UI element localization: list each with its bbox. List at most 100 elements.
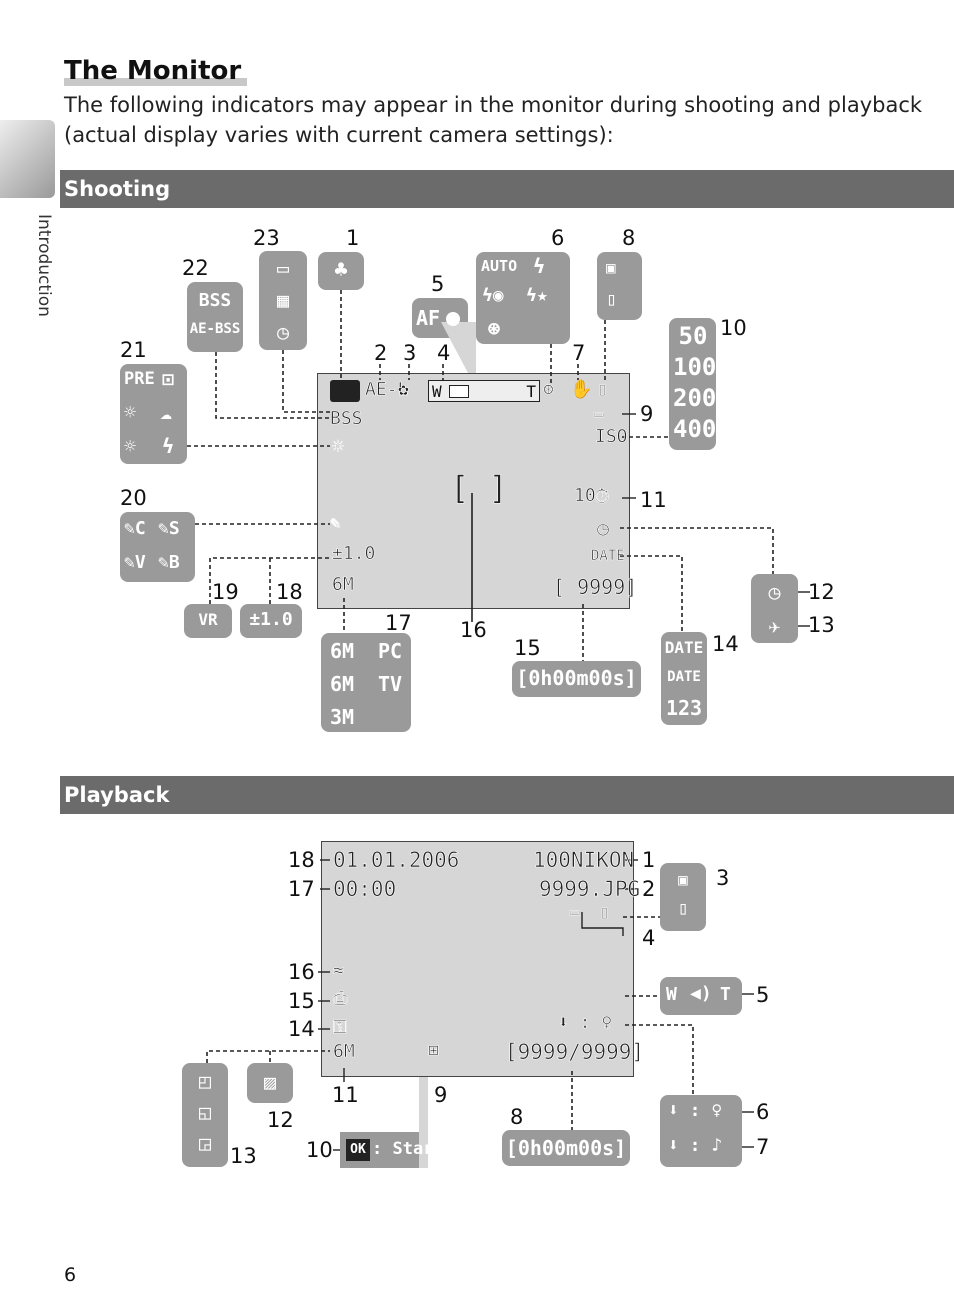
flash-off-icon: ⊛ — [488, 316, 501, 340]
section-shooting: Shooting — [60, 170, 954, 208]
shake-icon: ✋ — [570, 379, 593, 400]
pb-movie-icon: ▨ — [263, 1070, 277, 1094]
flash-on-icon: ϟ — [533, 254, 546, 278]
cloudy-icon: ☁ — [160, 400, 173, 424]
date-imprint-box — [661, 632, 707, 725]
color-bw-icon: ✎B — [158, 552, 180, 573]
memory-box — [597, 252, 642, 320]
clock-not-set-icon: ◷ — [768, 580, 781, 604]
pb-print-icon: ⎙ — [333, 988, 348, 1009]
pb-dlighting-icon: ≈ — [333, 960, 344, 981]
callout-s22: 22 — [182, 256, 209, 280]
vr-label: VR — [198, 610, 218, 629]
image-mode-pc: PC — [378, 639, 403, 663]
page-number: 6 — [64, 1264, 77, 1286]
callout-s17: 17 — [385, 611, 412, 635]
callout-p15: 15 — [288, 989, 315, 1013]
callout-s8: 8 — [622, 226, 636, 250]
callout-s19: 19 — [212, 580, 239, 604]
pb-small-pic-box — [182, 1063, 228, 1167]
callout-s4: 4 — [437, 341, 451, 365]
callout-s18: 18 — [276, 580, 303, 604]
color-vivid-icon: ✎V — [124, 552, 146, 573]
preset-label: PRE — [124, 369, 155, 389]
side-label: Introduction — [34, 214, 54, 317]
pb-time-box — [502, 1130, 630, 1166]
pb-small-pic-2: ◱ — [198, 1100, 212, 1124]
callout-s11: 11 — [640, 488, 667, 512]
callout-s7: 7 — [572, 341, 586, 365]
pb-volume-w: W — [666, 984, 677, 1005]
pb-voice-record-icon: ⬇ : ♀ — [668, 1100, 723, 1121]
af-label: AF — [416, 306, 441, 330]
ae-bss-label: AE-BSS — [189, 321, 241, 337]
pb-memory-card-icon: ▯ — [677, 898, 689, 919]
image-mode-6m: 6M — [330, 672, 355, 696]
bss-indicator: BSS — [330, 408, 363, 429]
pb-transfer-icon: ⊞ — [428, 1040, 439, 1061]
flash-mode-box — [476, 252, 570, 344]
callout-s13: 13 — [808, 613, 835, 637]
pb-speaker-icon: ◀) — [690, 983, 712, 1004]
pb-file: 9999.JPG — [539, 877, 641, 901]
bss-label: BSS — [198, 290, 232, 311]
callout-s10: 10 — [720, 316, 747, 340]
af-lamp-icon — [446, 312, 460, 326]
zoom-t-label: T — [526, 382, 536, 401]
callout-p13: 13 — [230, 1144, 257, 1168]
callout-s5: 5 — [431, 272, 445, 296]
slow-sync-icon: ϟ★ — [526, 285, 548, 306]
pb-movie-time: [0h00m00s] — [505, 1136, 627, 1160]
pb-protect-icon: ⚿ — [333, 1017, 347, 1038]
pb-folder: 100NIKON — [533, 848, 635, 872]
callout-s21: 21 — [120, 338, 147, 362]
pb-voice-memo-icon: ⬇ : ♀ — [558, 1012, 613, 1033]
camera-mode-icon — [330, 380, 360, 402]
image-mode-6m-star: 6M — [330, 639, 355, 663]
callout-p14: 14 — [288, 1017, 315, 1041]
pb-memory-box — [660, 863, 706, 931]
shooting-monitor — [317, 373, 630, 609]
callout-p7: 7 — [756, 1135, 770, 1159]
red-eye-icon: ϟ◉ — [482, 285, 504, 306]
pb-voice-box — [660, 1095, 742, 1167]
travel-icon: ✈ — [768, 614, 781, 638]
self-timer-indicator: 10 — [574, 485, 596, 506]
color-options-box — [120, 512, 195, 582]
callout-p6: 6 — [756, 1100, 770, 1124]
internal-memory-icon: ▣ — [606, 258, 616, 277]
single-icon: ▭ — [276, 256, 290, 280]
callout-p12: 12 — [267, 1108, 294, 1132]
color-options-icon: ✎ — [330, 513, 341, 534]
iso-indicator: ISO — [595, 426, 628, 447]
daylight-icon: ☼ — [124, 400, 137, 424]
ael-indicator: AE-L — [365, 379, 409, 400]
callout-p9: 9 — [434, 1083, 448, 1107]
callout-s1: 1 — [346, 226, 360, 250]
time-remaining-box — [512, 661, 641, 697]
vr-box — [184, 604, 232, 638]
pb-volume-t: T — [720, 984, 731, 1005]
card-icon: ▯ — [597, 379, 608, 400]
callout-s16: 16 — [460, 618, 487, 642]
callout-s6: 6 — [551, 226, 565, 250]
callout-s15: 15 — [514, 636, 541, 660]
pb-internal-memory-icon: ▣ — [678, 870, 688, 889]
exposure-comp-box — [240, 604, 302, 638]
image-mode-indicator: 6M — [332, 574, 354, 595]
zoom-level-bar — [449, 385, 469, 398]
pb-start-label: : Start — [372, 1139, 444, 1159]
color-standard-icon: ✎C — [124, 518, 146, 539]
flash-auto-label: AUTO — [481, 257, 518, 275]
pb-frame-counter: [9999/9999] — [505, 1040, 645, 1064]
white-balance-icon: ☼ — [332, 434, 345, 458]
focus-brackets: [ ] — [450, 469, 508, 507]
playback-monitor — [321, 841, 634, 1077]
fluorescent-icon: ⊡ — [162, 367, 175, 391]
movie-time-remaining: [0h00m00s] — [516, 666, 637, 690]
date-counter-number: 123 — [665, 696, 703, 720]
iso-400: 400 — [673, 415, 717, 443]
page-title: The Monitor — [64, 56, 248, 86]
iso-100: 100 — [673, 353, 717, 381]
callout-s3: 3 — [403, 341, 417, 365]
